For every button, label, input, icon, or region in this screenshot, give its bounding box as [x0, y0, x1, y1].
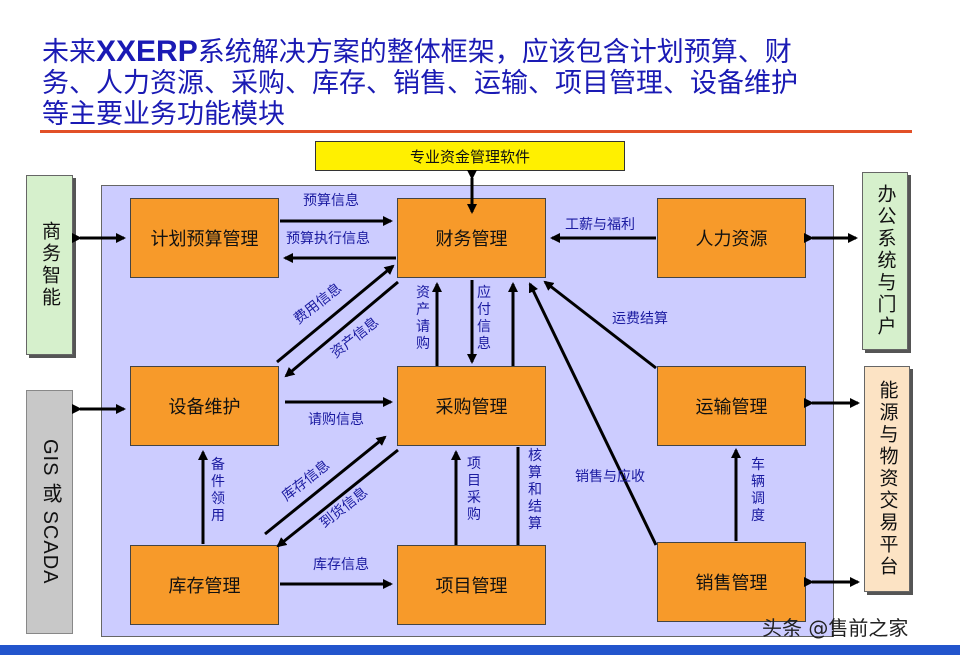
label-vehicle: 车辆调度 [751, 457, 765, 524]
bottom-bar [0, 645, 960, 655]
side-business-intelligence: 商务智能 [26, 175, 73, 355]
title-line-1: 未来XXERP系统解决方案的整体框架，应该包含计划预算、财 [42, 35, 792, 68]
page-title: 未来XXERP系统解决方案的整体框架，应该包含计划预算、财 务、人力资源、采购、… [42, 36, 842, 130]
title-line-3: 等主要业务功能模块 [42, 99, 285, 130]
label-asset-purchase: 资产请购 [416, 285, 430, 352]
module-plan-budget: 计划预算管理 [130, 198, 279, 278]
label-spare-parts: 备件领用 [211, 457, 225, 524]
module-transport: 运输管理 [657, 366, 806, 446]
label-salary: 工薪与福利 [565, 217, 635, 233]
title-brand: XXERP [96, 35, 198, 68]
label-payable: 应付信息 [477, 285, 491, 352]
side-gis-scada: GIS 或 SCADA [26, 390, 73, 634]
label-sales-receivable: 销售与应收 [575, 469, 645, 485]
module-inventory: 库存管理 [130, 545, 279, 625]
module-sales: 销售管理 [657, 542, 806, 622]
watermark: 头条 @售前之家 [762, 616, 909, 640]
label-requisition: 请购信息 [308, 412, 364, 428]
label-budget-exec: 预算执行信息 [286, 231, 370, 247]
label-accounting: 核算和结算 [528, 448, 542, 532]
label-freight: 运费结算 [612, 311, 668, 327]
label-budget-info: 预算信息 [303, 193, 359, 209]
arrow-sales-finance [528, 282, 658, 546]
arrow-inventory-purchase [264, 435, 387, 536]
arrow-purchase-inventory [276, 448, 399, 548]
module-project: 项目管理 [397, 545, 546, 625]
side-office-portal: 办公系统与门户 [862, 172, 908, 350]
fund-management-box: 专业资金管理软件 [315, 141, 625, 171]
arrow-transport-finance [543, 280, 657, 370]
label-project-purchase: 项目采购 [467, 456, 481, 523]
arrow-equipment-finance [276, 264, 395, 364]
module-equipment: 设备维护 [130, 366, 279, 446]
title-divider [40, 130, 912, 133]
module-hr: 人力资源 [657, 198, 806, 278]
title-line-2: 务、人力资源、采购、库存、销售、运输、项目管理、设备维护 [42, 68, 798, 99]
side-energy-trading: 能源与物资交易平台 [864, 366, 910, 592]
label-stock-info-b: 库存信息 [313, 557, 369, 573]
arrow-finance-equipment [284, 280, 399, 378]
module-purchase: 采购管理 [397, 366, 546, 446]
